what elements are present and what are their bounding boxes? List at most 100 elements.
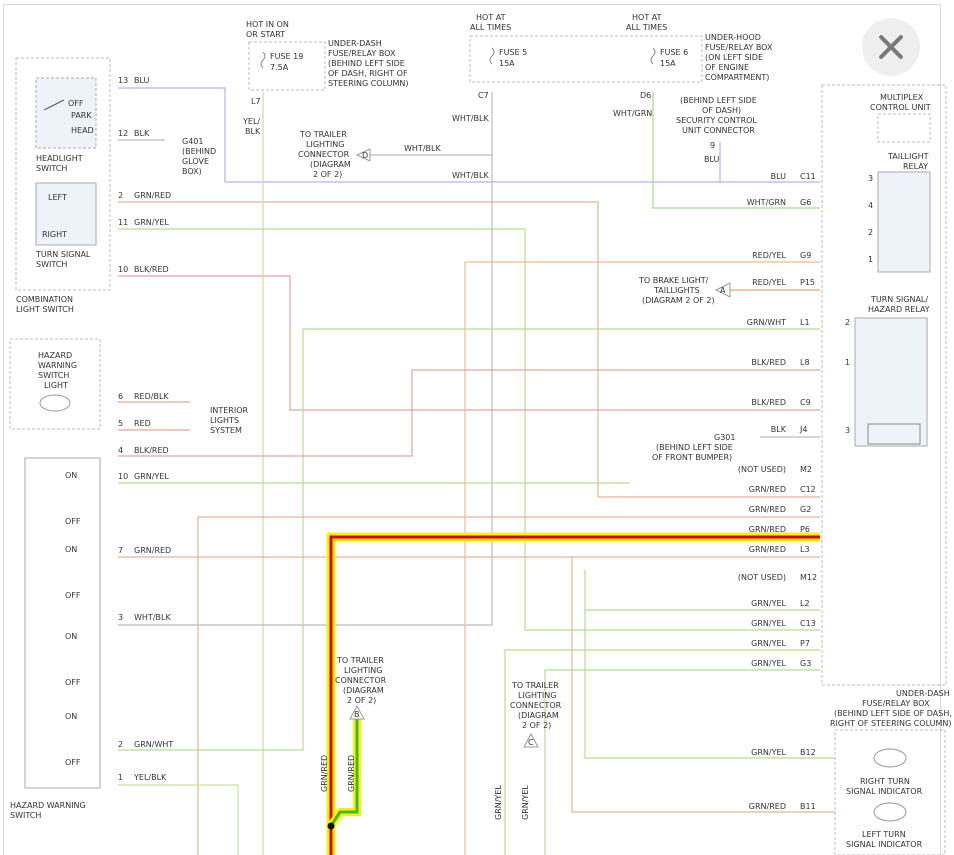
viewer-frame — [3, 4, 941, 855]
svg-text:A: A — [720, 286, 726, 295]
svg-text:FUSE/RELAY BOX: FUSE/RELAY BOX — [862, 699, 930, 708]
svg-text:15A: 15A — [660, 59, 676, 68]
right-pin-wire-label: GRN/YEL — [751, 619, 786, 628]
svg-text:SYSTEM: SYSTEM — [210, 426, 242, 435]
right-pin-wire-label: RED/YEL — [752, 278, 786, 287]
svg-text:2: 2 — [845, 318, 850, 327]
wire-grn-yel-g3 — [544, 669, 820, 855]
right-pin-wire-label: GRN/WHT — [747, 318, 786, 327]
svg-text:UNIT CONNECTOR: UNIT CONNECTOR — [682, 126, 755, 135]
svg-text:ALL TIMES: ALL TIMES — [470, 23, 511, 32]
svg-text:PARK: PARK — [71, 111, 92, 120]
svg-text:(BEHIND LEFT SIDE: (BEHIND LEFT SIDE — [656, 443, 733, 452]
left-pin-wire-color: GRN/RED — [134, 191, 171, 200]
right-pin-wire-label: BLU — [771, 172, 787, 181]
right-pin-number: G6 — [800, 198, 811, 207]
svg-text:HAZARD RELAY: HAZARD RELAY — [868, 305, 930, 314]
wires — [118, 87, 835, 855]
wire-red-yel-g9 — [464, 261, 820, 855]
right-pin-number: L3 — [800, 545, 810, 554]
svg-text:OR START: OR START — [246, 30, 285, 39]
svg-text:HAZARD: HAZARD — [38, 351, 72, 360]
wire-grn-red-g2 — [197, 516, 820, 855]
wire-blk-red-c9 — [118, 275, 820, 411]
svg-text:2 OF 2): 2 OF 2) — [313, 170, 342, 179]
svg-text:C: C — [528, 738, 534, 747]
left-pin-number: 10 — [118, 472, 128, 481]
multiplex-control-unit: MULTIPLEX CONTROL UNIT TAILLIGHT RELAY 3… — [821, 84, 947, 686]
svg-text:D6: D6 — [640, 91, 651, 100]
svg-text:HEADLIGHT: HEADLIGHT — [36, 154, 83, 163]
right-pin-wire-label: (NOT USED) — [738, 465, 786, 474]
right-pin-wire-label: GRN/YEL — [751, 748, 786, 757]
svg-text:OFF: OFF — [68, 99, 84, 108]
left-pin-number: 2 — [118, 740, 123, 749]
svg-text:LIGHTING: LIGHTING — [344, 666, 382, 675]
svg-text:9: 9 — [710, 141, 715, 150]
right-pin-wire-label: GRN/YEL — [751, 659, 786, 668]
left-pin-number: 3 — [118, 613, 123, 622]
svg-text:BLK: BLK — [245, 127, 261, 136]
svg-text:HOT AT: HOT AT — [632, 13, 662, 22]
right-pin-number: G2 — [800, 505, 811, 514]
svg-text:WHT/BLK: WHT/BLK — [452, 171, 489, 180]
right-pin-number: M12 — [800, 573, 817, 582]
svg-text:TO BRAKE LIGHT/: TO BRAKE LIGHT/ — [638, 276, 709, 285]
svg-text:FUSE 6: FUSE 6 — [660, 48, 688, 57]
svg-text:SIGNAL INDICATOR: SIGNAL INDICATOR — [846, 840, 923, 849]
svg-text:LIGHTING: LIGHTING — [306, 140, 344, 149]
svg-text:STEERING COLUMN): STEERING COLUMN) — [328, 79, 409, 88]
svg-text:D: D — [362, 151, 368, 160]
svg-text:1: 1 — [868, 255, 873, 264]
close-icon[interactable] — [862, 18, 920, 76]
left-pin-number: 2 — [118, 191, 123, 200]
right-pin-number: M2 — [800, 465, 812, 474]
mid-labels: YEL/ BLK WHT/BLK WHT/BLK WHT/BLK WHT/GRN… — [242, 96, 757, 820]
left-pin-number: 12 — [118, 129, 128, 138]
svg-text:INTERIOR: INTERIOR — [210, 406, 249, 415]
svg-text:OFF: OFF — [65, 591, 81, 600]
svg-text:COMPARTMENT): COMPARTMENT) — [705, 73, 769, 82]
svg-text:1: 1 — [845, 358, 850, 367]
svg-text:FUSE/RELAY BOX: FUSE/RELAY BOX — [705, 43, 773, 52]
right-pin-number: C11 — [800, 172, 816, 181]
svg-text:RIGHT OF STEERING COLUMN): RIGHT OF STEERING COLUMN) — [830, 719, 952, 728]
left-pin-number: 7 — [118, 546, 123, 555]
svg-text:LEFT TURN: LEFT TURN — [862, 830, 906, 839]
svg-text:3: 3 — [868, 174, 873, 183]
left-pin-wire-color: RED/BLK — [134, 392, 169, 401]
left-pin-wire-color: WHT/BLK — [134, 613, 171, 622]
svg-text:OF ENGINE: OF ENGINE — [705, 63, 749, 72]
left-pin-wire-color: RED — [134, 419, 151, 428]
left-pin-number: 6 — [118, 392, 123, 401]
left-pin-number: 4 — [118, 446, 123, 455]
svg-text:OFF: OFF — [65, 517, 81, 526]
left-pin-number: 10 — [118, 265, 128, 274]
svg-text:TAILLIGHT: TAILLIGHT — [887, 152, 929, 161]
svg-text:OF DASH, RIGHT OF: OF DASH, RIGHT OF — [328, 69, 408, 78]
svg-text:TURN SIGNAL: TURN SIGNAL — [35, 250, 91, 259]
left-pin-number: 5 — [118, 419, 123, 428]
highlight-yellow — [326, 532, 820, 855]
wire-wht-grn — [652, 92, 820, 209]
svg-text:ON: ON — [65, 632, 77, 641]
wire-grn-yel-p7 — [504, 649, 820, 855]
svg-text:TAILLIGHTS: TAILLIGHTS — [653, 286, 700, 295]
wire-grn-yel-b12 — [584, 570, 835, 759]
svg-text:GRN/YEL: GRN/YEL — [494, 785, 503, 820]
right-pin-number: C13 — [800, 619, 816, 628]
right-pin-number: G3 — [800, 659, 811, 668]
svg-text:GRN/YEL: GRN/YEL — [521, 785, 530, 820]
left-pin-wire-color: GRN/YEL — [134, 472, 169, 481]
right-pin-number: B12 — [800, 748, 816, 757]
right-pin-number: G9 — [800, 251, 811, 260]
svg-text:SWITCH: SWITCH — [36, 164, 67, 173]
left-pin-number: 11 — [118, 218, 128, 227]
svg-text:C7: C7 — [478, 91, 489, 100]
svg-text:(ON LEFT SIDE: (ON LEFT SIDE — [705, 53, 763, 62]
svg-text:(DIAGRAM: (DIAGRAM — [310, 160, 351, 169]
svg-text:(DIAGRAM: (DIAGRAM — [343, 686, 384, 695]
svg-text:YEL/: YEL/ — [242, 117, 260, 126]
